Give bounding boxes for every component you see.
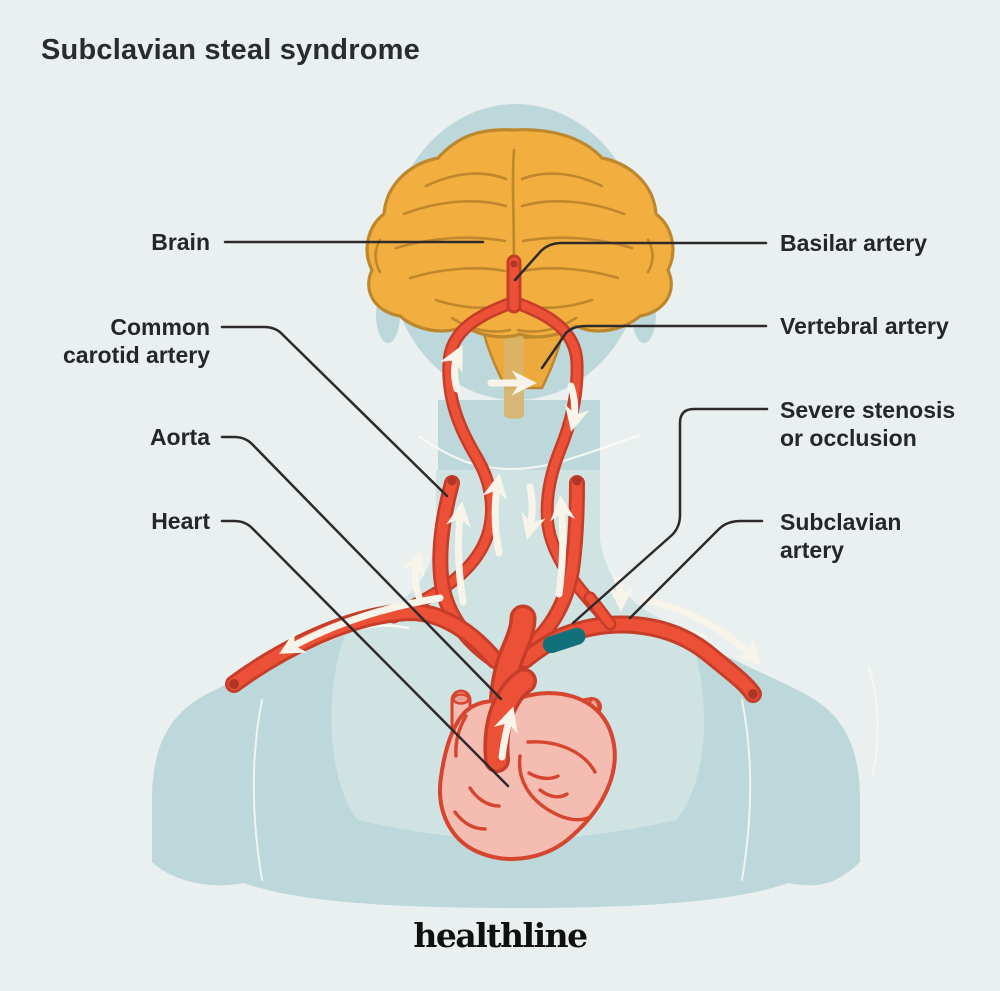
label-brain: Brain bbox=[151, 229, 210, 255]
leader-vertebral bbox=[540, 324, 768, 370]
shoulder-highlight-right bbox=[868, 667, 879, 777]
stenosis-marker bbox=[542, 627, 586, 654]
flow-arrow-left-vertebral-up bbox=[482, 473, 508, 557]
vena-cava-opening bbox=[452, 693, 470, 705]
coronary-vessels bbox=[453, 714, 597, 831]
leader-subclavian bbox=[628, 519, 764, 620]
leader-lines bbox=[220, 240, 769, 788]
label-common-carotid-artery: Common carotid artery bbox=[62, 314, 210, 368]
label-aorta: Aorta bbox=[149, 424, 210, 450]
leader-aorta bbox=[220, 435, 503, 701]
flow-arrow-junction-down bbox=[608, 574, 634, 612]
flow-arrow-right-subclavian bbox=[642, 596, 762, 666]
flow-arrow-right-carotid-up bbox=[550, 495, 576, 598]
spinal-column-shape bbox=[504, 330, 524, 419]
label-severe-stenosis: Severe stenosis or occlusion bbox=[780, 397, 956, 451]
flow-arrow-left-subclavian bbox=[279, 594, 444, 654]
flow-arrow-aorta-up bbox=[493, 706, 518, 761]
flow-arrow-left-carotid-up bbox=[446, 501, 472, 606]
leader-heart bbox=[220, 519, 510, 788]
artery-network bbox=[229, 261, 758, 715]
leader-basilar bbox=[513, 241, 768, 282]
label-basilar-artery: Basilar artery bbox=[780, 230, 928, 256]
leader-stenosis bbox=[571, 407, 769, 625]
arm-crease-left bbox=[252, 699, 263, 881]
flow-arrow-right-vertebral-down bbox=[521, 483, 546, 540]
jaw-highlight-line bbox=[418, 433, 642, 471]
page-title: Subclavian steal syndrome bbox=[41, 34, 420, 66]
flow-arrows bbox=[279, 344, 762, 761]
flow-arrow-loop-right-down bbox=[564, 382, 590, 432]
flow-arrow-loop-left-up bbox=[439, 344, 463, 393]
brain-illustration bbox=[365, 128, 675, 419]
heart-shape bbox=[438, 691, 617, 861]
label-vertebral-artery: Vertebral artery bbox=[780, 313, 949, 339]
vessel-cut-ends bbox=[229, 260, 758, 699]
brand-logo: healthline bbox=[413, 916, 588, 955]
flow-arrow-far-left-up bbox=[401, 549, 425, 601]
leader-carotid bbox=[220, 325, 449, 498]
arm-crease-right bbox=[741, 699, 752, 881]
heart-illustration bbox=[438, 681, 617, 861]
brain-shape bbox=[365, 128, 675, 339]
label-heart: Heart bbox=[151, 508, 210, 534]
label-subclavian-artery: Subclavian artery bbox=[780, 509, 902, 563]
brain-sulci bbox=[374, 148, 654, 333]
